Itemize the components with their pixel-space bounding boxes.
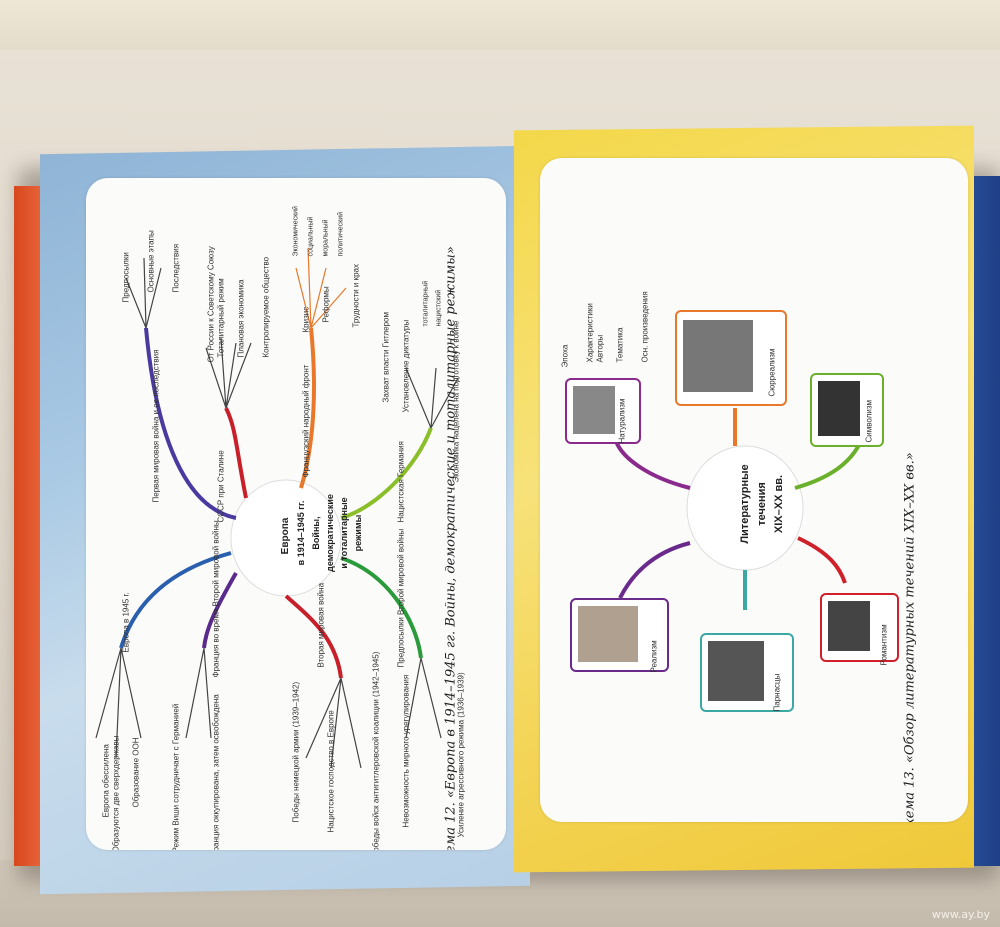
branch-europe-1945-child-3: Образование ООН bbox=[131, 737, 141, 808]
sub-item-main-works: Осн. произведения bbox=[640, 291, 650, 363]
branch-germany-child-1: Захват власти Гитлером bbox=[381, 312, 391, 403]
branch-ww2-child-2: Нацистское господство в Европе bbox=[326, 710, 336, 833]
movement-frame-surrealism: Сюрреализм bbox=[675, 310, 787, 406]
branch-germany-child-4: нацистский bbox=[435, 289, 443, 327]
left-page-caption: Схема 12. «Европа в 1914–1945 гг. Войны,… bbox=[443, 246, 459, 850]
movement-frame-parnassians: Парнасцы bbox=[700, 633, 794, 712]
branch-ww2-child-1: Победы немецкой армии (1939–1942) bbox=[291, 681, 301, 823]
branch-europe-1945-child-1: Европа обессилена bbox=[101, 744, 111, 818]
branch-france-child-7: Трудности и крах bbox=[351, 263, 361, 328]
branch-france-child-2: социальный bbox=[307, 216, 315, 257]
branch-france-ww2-child-2: Режим Виши сотрудничает с Германией bbox=[171, 703, 181, 850]
branch-ussr-child-3: Плановая экономика bbox=[236, 279, 246, 358]
center-line-4: демократические bbox=[325, 494, 335, 572]
branch-france-child-3: моральный bbox=[322, 219, 330, 257]
branch-france-child-6: Реформы bbox=[321, 286, 331, 323]
movement-label-parnassians: Парнасцы bbox=[772, 673, 782, 712]
branch-france-child-4: политический bbox=[337, 211, 345, 257]
branch-ussr-child-2: Тоталитарный режим bbox=[216, 278, 226, 358]
branch-france-child-1: Экономический bbox=[292, 206, 300, 257]
branch-ussr-child-4: Контролируемое общество bbox=[261, 256, 271, 358]
branch-ussr-child-1: От России к Советскому Союзу bbox=[206, 246, 216, 363]
right-center-line-1: Литературные bbox=[739, 464, 751, 544]
portrait-surrealism bbox=[683, 320, 753, 392]
branch-label-ww2-preconditions: Предпосылки Второй мировой войны bbox=[396, 528, 406, 668]
branch-label-ussr: СССР при Сталине bbox=[216, 450, 226, 523]
right-mindmap-card: Литературные течения XIX–XX вв. Натурали… bbox=[540, 158, 968, 822]
movement-frame-symbolism: Символизм bbox=[810, 373, 884, 447]
left-mindmap-lines bbox=[95, 247, 459, 769]
branch-preconditions-child-1: Невозможность мирного урегулирования bbox=[401, 674, 411, 828]
movement-frame-naturalism: Натурализм bbox=[565, 378, 641, 444]
branch-ww1-child-3: Последствия bbox=[171, 243, 181, 293]
movement-frame-romanticism: Романтизм bbox=[820, 593, 899, 666]
sub-item-themes: Тематика bbox=[615, 327, 625, 363]
branch-germany-child-2: Установление диктатуры bbox=[401, 319, 411, 413]
center-line-6: режимы bbox=[353, 514, 363, 552]
movement-frame-realism: Реализм bbox=[570, 598, 669, 673]
branch-ww1-child-1: Предпосылки bbox=[121, 252, 131, 303]
branch-label-ww2: Вторая мировая война bbox=[316, 582, 326, 668]
branch-label-germany: Нацистская Германия bbox=[396, 441, 406, 523]
portrait-naturalism bbox=[573, 386, 615, 434]
movement-label-realism: Реализм bbox=[649, 640, 659, 673]
sub-item-characteristics: Характеристики bbox=[585, 303, 595, 363]
movement-label-romanticism: Романтизм bbox=[879, 624, 889, 666]
right-center-line-2: течения bbox=[756, 482, 768, 526]
watermark: www.ay.by bbox=[931, 908, 990, 921]
table-surface-top bbox=[0, 0, 1000, 50]
left-mindmap-card: Европа в 1914–1945 гг. Войны, демократич… bbox=[86, 178, 506, 850]
portrait-parnassians bbox=[708, 641, 764, 701]
portrait-realism bbox=[578, 606, 638, 662]
right-mindmap-lines bbox=[613, 408, 862, 610]
book-cover-left-edge bbox=[14, 186, 42, 866]
branch-label-france-front: Французский народный фронт bbox=[301, 364, 311, 478]
movement-label-symbolism: Символизм bbox=[864, 400, 874, 443]
branch-germany-child-3: тоталитарный bbox=[422, 280, 430, 327]
branch-ww1-child-2: Основные этапы bbox=[146, 230, 156, 293]
portrait-symbolism bbox=[818, 381, 860, 436]
movement-label-naturalism: Натурализм bbox=[617, 398, 627, 444]
center-line-5: и тоталитарные bbox=[339, 497, 349, 569]
branch-label-ww1: Первая мировая война и ее последствия bbox=[151, 349, 161, 503]
branch-ww2-child-3: Победы войск антигитлеровской коалиции (… bbox=[371, 651, 381, 850]
sub-item-authors: Авторы bbox=[595, 334, 605, 363]
right-center-line-3: XIX–XX вв. bbox=[773, 474, 785, 534]
portrait-romanticism bbox=[828, 601, 870, 651]
branch-europe-1945-child-2: Образуются две сверхдержавы bbox=[111, 735, 121, 850]
branch-france-ww2-child-1: Франция оккупирована, затем освобождена bbox=[211, 694, 221, 850]
center-line-1: Европа bbox=[280, 517, 291, 555]
branch-label-france-ww2: Франция во время Второй мировой войны bbox=[211, 520, 221, 678]
movement-label-surrealism: Сюрреализм bbox=[767, 348, 777, 397]
branch-france-child-5: Кризис bbox=[301, 306, 311, 333]
sub-item-era: Эпоха bbox=[560, 344, 570, 368]
right-page-caption: Схема 13. «Обзор литературных течений XI… bbox=[902, 452, 918, 822]
branch-label-europe-1945: Европа в 1945 г. bbox=[121, 592, 131, 653]
left-center-title: Европа bbox=[280, 456, 292, 616]
